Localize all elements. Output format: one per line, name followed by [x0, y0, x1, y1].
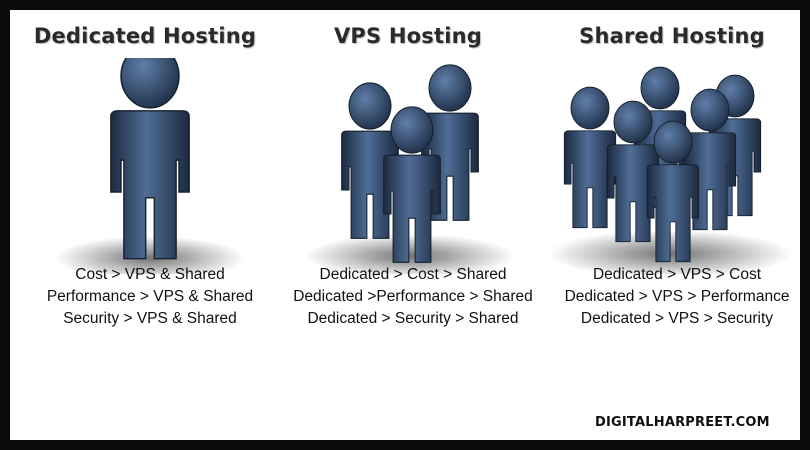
vps-people-illustration: [305, 64, 515, 274]
vps-line-performance: Dedicated >Performance > Shared: [293, 288, 533, 305]
shared-line-security: Dedicated > VPS > Security: [580, 310, 774, 327]
dedicated-line-cost: Cost > VPS & Shared: [75, 266, 225, 283]
dedicated-line-performance: Performance > VPS & Shared: [46, 288, 254, 305]
dedicated-line-security: Security > VPS & Shared: [63, 310, 237, 327]
shared-hosting-title: Shared Hosting: [579, 24, 765, 48]
vps-hosting-title: VPS Hosting: [333, 24, 482, 48]
dedicated-description: Cost > VPS & Shared Performance > VPS & …: [15, 264, 285, 330]
vps-line-security: Dedicated > Security > Shared: [307, 310, 519, 327]
shared-line-cost: Dedicated > VPS > Cost: [592, 266, 761, 283]
dedicated-people-illustration: [55, 58, 245, 274]
person-icon: [563, 86, 617, 229]
floor-shadow: [55, 236, 245, 274]
vps-description: Dedicated > Cost > Shared Dedicated >Per…: [278, 264, 548, 330]
vps-figure-group: [300, 58, 520, 274]
dedicated-hosting-title: Dedicated Hosting: [33, 24, 257, 48]
person-icon: [110, 58, 190, 260]
shared-people-illustration: [548, 66, 792, 274]
vps-line-cost: Dedicated > Cost > Shared: [319, 266, 507, 283]
site-watermark: DIGITALHARPREET.COM: [595, 415, 770, 430]
infographic-panel: Dedicated Hosting VPS Hosting Shared Hos…: [10, 10, 800, 440]
person-icon: [646, 120, 700, 263]
shared-description: Dedicated > VPS > Cost Dedicated > VPS >…: [542, 264, 810, 330]
shared-line-performance: Dedicated > VPS > Performance: [564, 288, 790, 305]
dedicated-figure-group: [50, 58, 250, 274]
person-icon: [383, 106, 441, 263]
floor-shadow: [305, 234, 515, 274]
shared-figure-group: [545, 58, 795, 274]
person-icon: [606, 100, 660, 243]
